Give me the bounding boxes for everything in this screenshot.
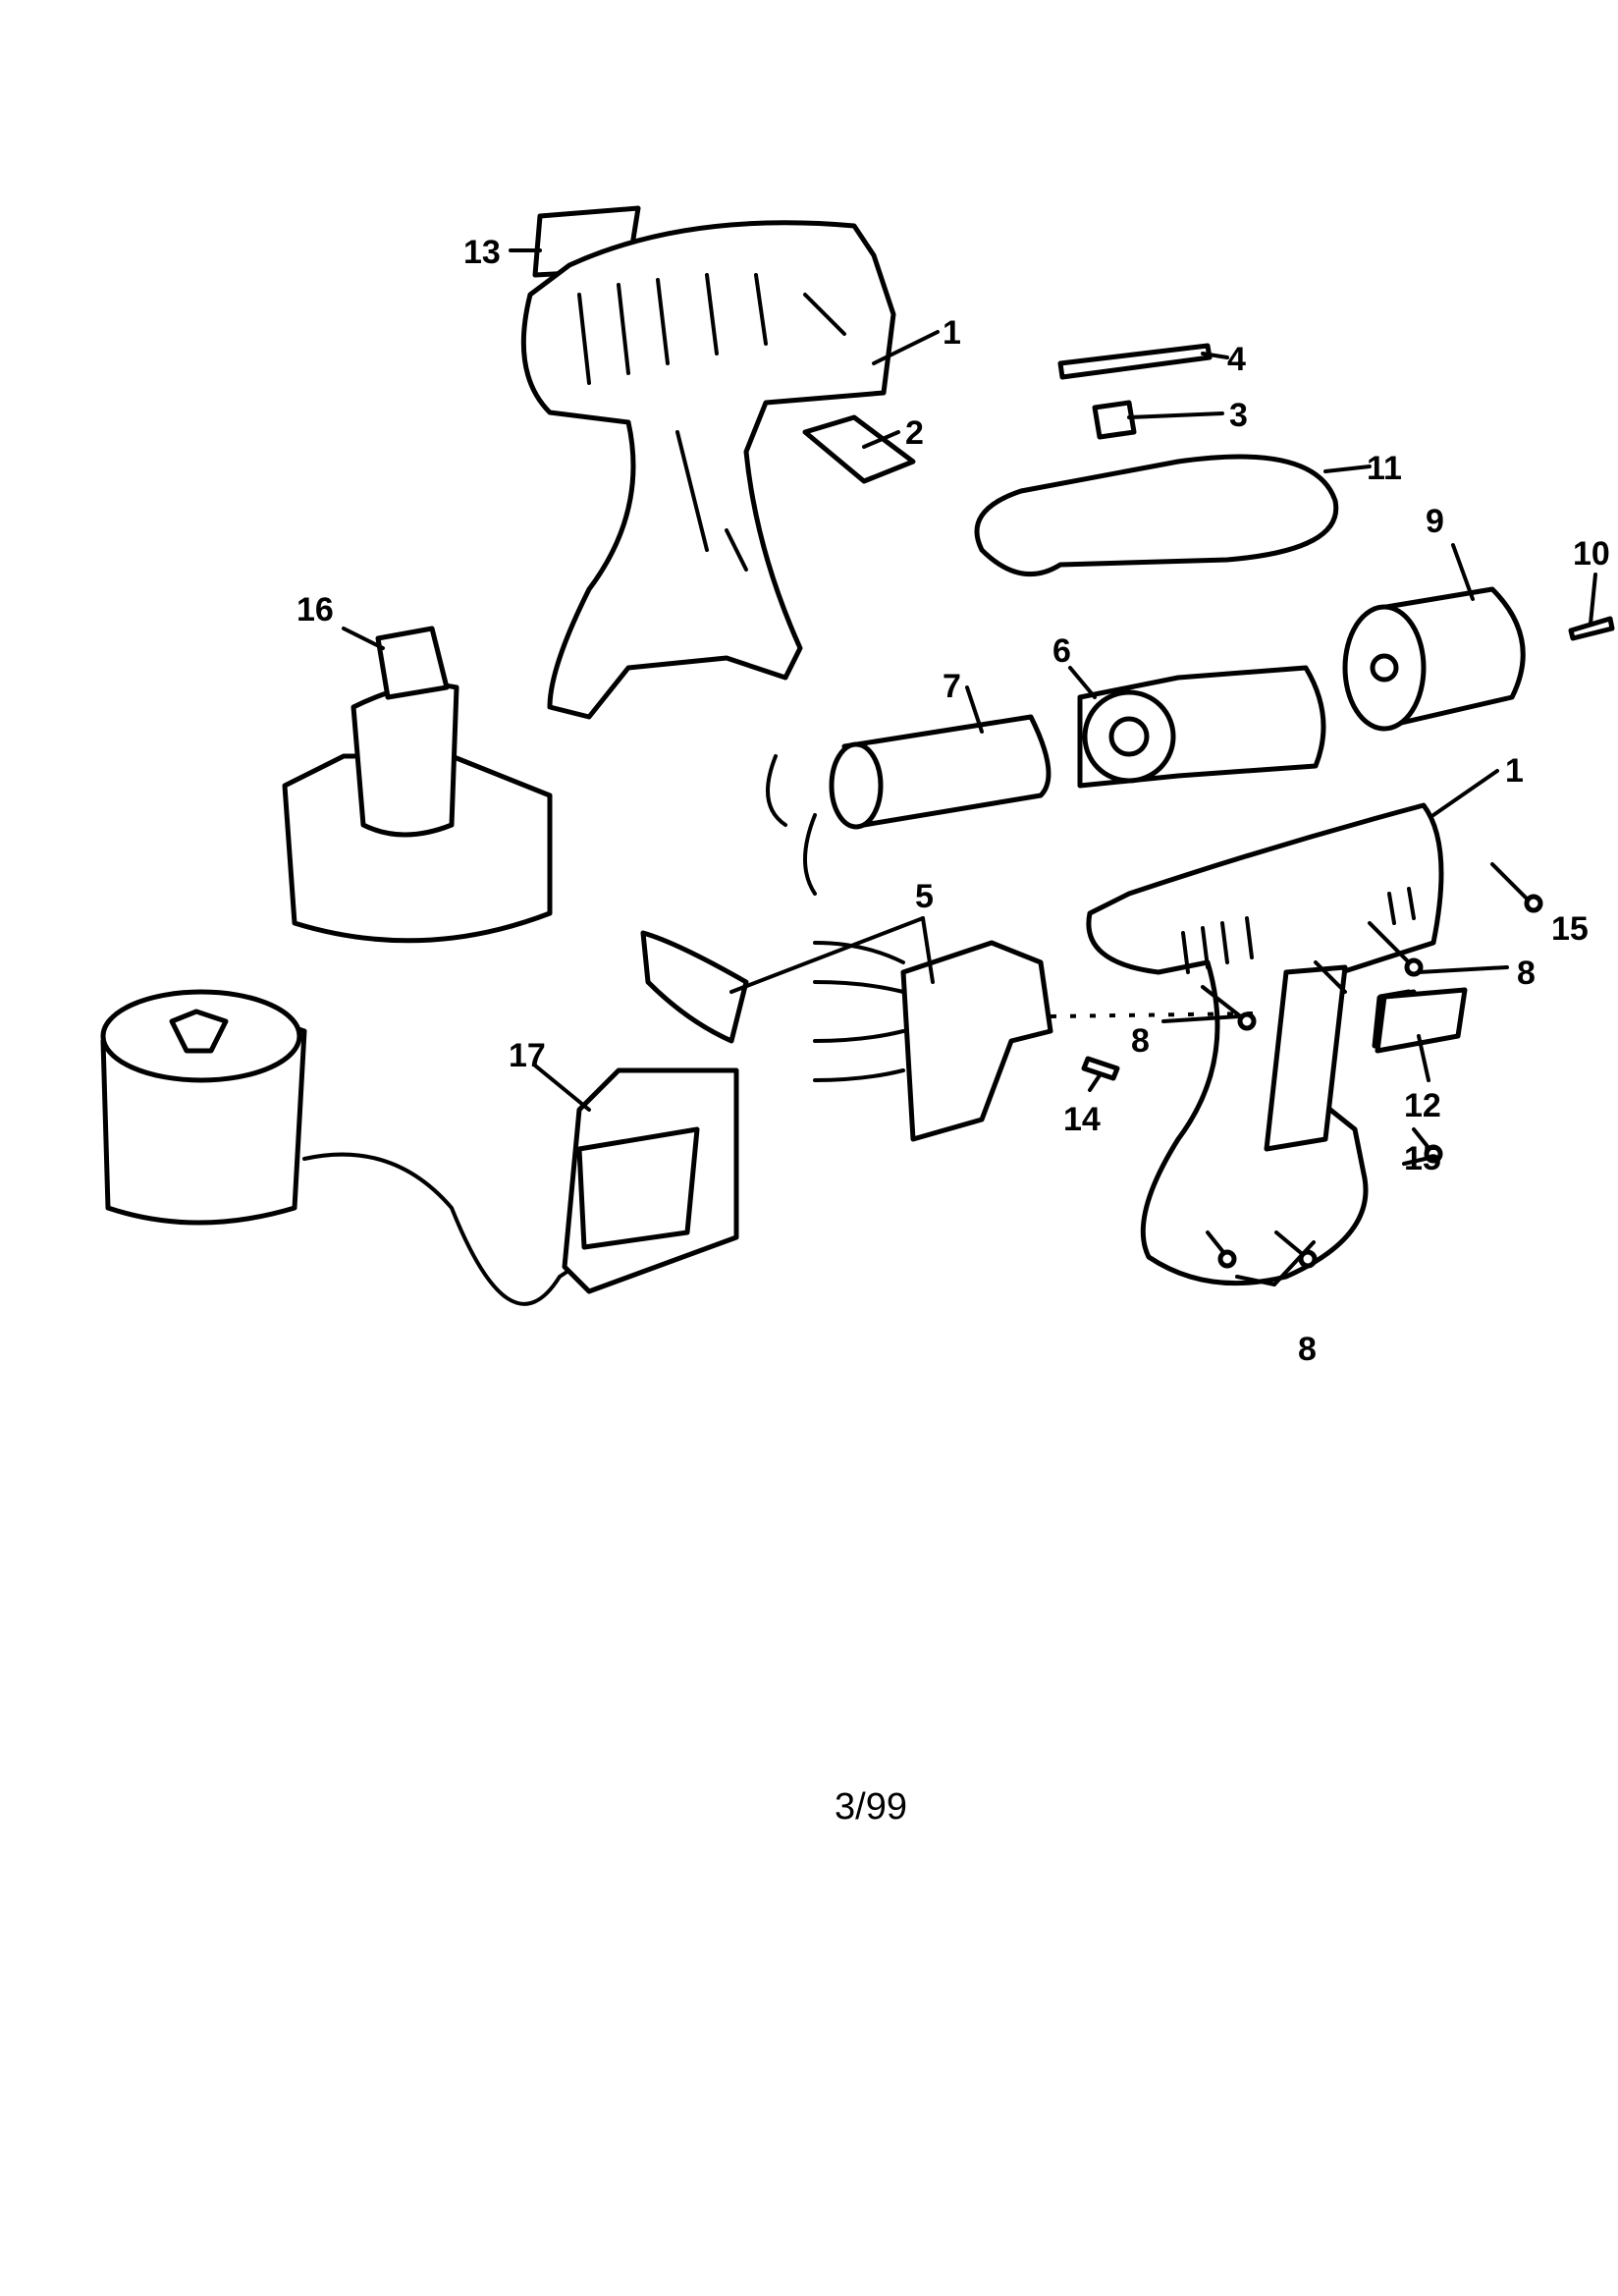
callout-2: 2 [905,414,924,452]
chuck-9 [1342,586,1526,732]
housing-right-1 [1086,802,1444,1286]
ac-adapter-17 [562,1067,739,1294]
pin-14 [1081,1056,1120,1081]
charger-base [100,989,591,1306]
callout-15-top: 15 [1551,910,1589,948]
callout-1-right-housing: 1 [1505,752,1524,790]
callout-3: 3 [1229,397,1248,434]
callout-11: 11 [1367,450,1402,487]
callout-6: 6 [1052,632,1071,670]
clip-3 [1092,400,1137,440]
callout-15-bottom: 15 [1404,1140,1441,1177]
battery-pack-16 [282,626,553,944]
callout-4: 4 [1227,341,1246,378]
page-number: 3/99 [835,1786,907,1828]
callout-8-bottom: 8 [1298,1331,1317,1368]
callout-8-middle: 8 [1131,1022,1150,1060]
forward-reverse-button-2 [802,414,916,484]
callout-9: 9 [1426,503,1444,540]
chuck-screw-10 [1568,616,1615,641]
callout-17: 17 [509,1037,546,1074]
callout-16: 16 [297,591,334,629]
top-cover-11 [974,454,1339,577]
label-plate-12-body [1375,987,1468,1054]
callout-13: 13 [463,234,501,271]
leader-lines [342,248,1597,1286]
callout-8-right: 8 [1517,955,1536,992]
callout-5: 5 [915,878,934,915]
switch-5 [640,930,1258,1142]
callout-14: 14 [1063,1101,1101,1138]
motor-7 [766,714,1052,896]
callout-10: 10 [1573,535,1610,573]
callout-7: 7 [943,668,961,705]
bit-4 [1057,343,1213,380]
callout-1-left-housing: 1 [943,314,961,352]
callout-12: 12 [1404,1087,1441,1124]
gearbox-6 [1077,665,1326,789]
housing-left-1 [520,220,896,720]
